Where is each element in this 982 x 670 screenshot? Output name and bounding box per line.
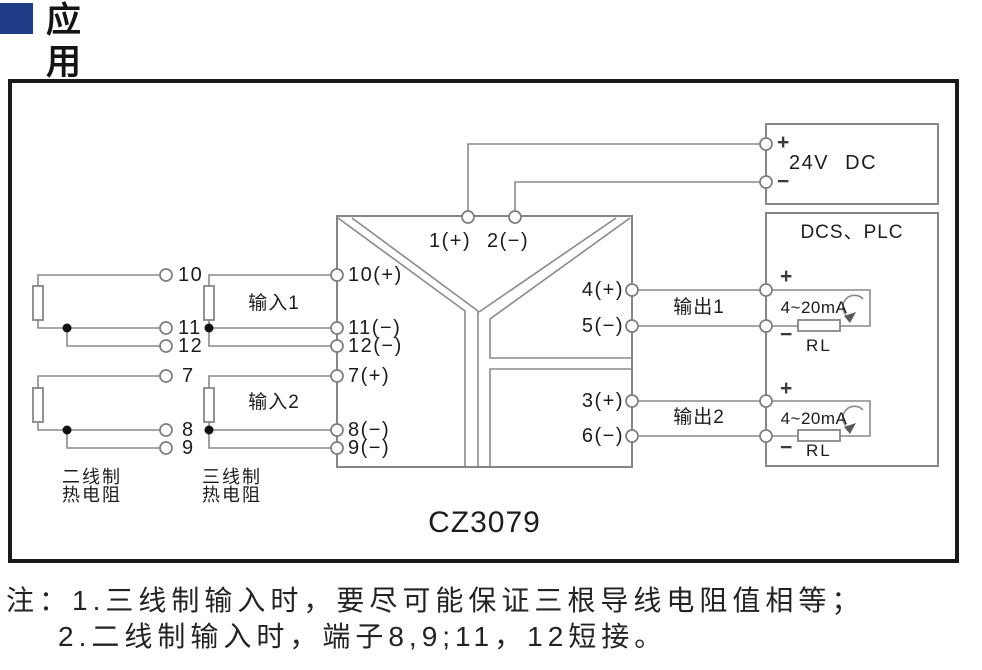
ext-terminal-8: 8 <box>182 419 195 441</box>
input1-label: 输入1 <box>248 293 300 314</box>
load-resistor-2 <box>797 429 841 442</box>
loop2-range-label: 4~20mA <box>780 409 848 428</box>
output-wires <box>638 289 760 437</box>
three-wire-rtd-caption-line1: 三线制 <box>202 467 262 487</box>
output1-label: 输出1 <box>673 297 725 318</box>
module-terminal-3-label: 3(+) <box>581 390 624 412</box>
heading-accent-square <box>0 3 33 34</box>
ext-terminal-12: 12 <box>178 335 204 357</box>
loop1-range-label: 4~20mA <box>780 298 848 317</box>
ext-terminal-10: 10 <box>178 264 204 286</box>
loop1-minus-sign: − <box>780 323 793 346</box>
module-terminal-6-label: 6(−) <box>581 425 624 447</box>
power-supply-box <box>765 123 939 205</box>
module-terminal-12-label: 12(−) <box>348 335 403 357</box>
ext-terminal-11: 11 <box>178 317 202 339</box>
loop2-load-label: RL <box>806 441 832 460</box>
module-terminal-8-label: 8(−) <box>348 419 391 441</box>
three-wire-rtd-caption-line2: 热电阻 <box>202 485 262 505</box>
input2-label: 输入2 <box>248 392 300 413</box>
two-wire-rtd-caption-line1: 二线制 <box>62 467 122 487</box>
load-loop-1-arrowhead <box>844 312 856 323</box>
loop2-plus-sign: + <box>780 377 793 400</box>
power-plus-sign: + <box>777 131 790 154</box>
load-loop-2-arrowhead <box>844 423 856 434</box>
module-terminal-11-label: 11(−) <box>348 317 402 339</box>
module-name: CZ3079 <box>428 506 541 539</box>
loop2-minus-sign: − <box>780 436 793 459</box>
module-terminal-4-label: 4(+) <box>581 279 624 301</box>
three-wire-rtd-caption: 三线制 热电阻 <box>202 468 262 504</box>
note-line-1: 注：1.三线制输入时，要尽可能保证三根导线电阻值相等； <box>6 583 864 619</box>
note-prefix: 注： <box>6 585 73 616</box>
module-terminal-9-label: 9(−) <box>348 437 391 459</box>
note-line-2: 2.二线制输入时，端子8,9;11，12短接。 <box>58 619 864 655</box>
ext-terminal-9: 9 <box>182 437 195 459</box>
note-item-1: 1.三线制输入时，要尽可能保证三根导线电阻值相等； <box>72 585 865 616</box>
notes: 注：1.三线制输入时，要尽可能保证三根导线电阻值相等； 2.二线制输入时，端子8… <box>6 583 864 655</box>
load-resistor-1 <box>797 319 841 332</box>
ext-terminal-7: 7 <box>182 365 195 387</box>
terminal-circles <box>159 137 773 455</box>
module-terminal-7-label: 7(+) <box>348 365 391 387</box>
rtd-resistor-symbols <box>32 285 215 423</box>
two-wire-rtd-caption-line2: 热电阻 <box>62 485 122 505</box>
power-supply-label: 24V DC <box>789 152 878 174</box>
note-item-2: 2.二线制输入时，端子8,9;11，12短接。 <box>58 621 668 652</box>
output2-label: 输出2 <box>673 407 725 428</box>
module-terminal-10-label: 10(+) <box>348 264 403 286</box>
module-terminal-5-label: 5(−) <box>581 315 624 337</box>
input2-two-wire-rtd-wires <box>37 375 160 449</box>
power-minus-sign: − <box>777 170 790 193</box>
page-title: 应用 <box>46 1 89 82</box>
power-wires <box>467 143 760 211</box>
loop1-plus-sign: + <box>780 265 793 288</box>
junction-dots <box>62 323 214 435</box>
module-terminal-1-label: 1(+) <box>429 230 472 252</box>
dcs-plc-label: DCS、PLC <box>800 222 904 243</box>
module-terminal-2-label: 2(−) <box>487 230 530 252</box>
two-wire-rtd-caption: 二线制 热电阻 <box>62 468 122 504</box>
input1-two-wire-rtd-wires <box>37 274 160 347</box>
dcs-plc-box <box>765 212 939 467</box>
module-isolation-divider <box>337 217 631 466</box>
diagram-frame <box>8 79 959 563</box>
loop1-load-label: RL <box>806 336 832 355</box>
